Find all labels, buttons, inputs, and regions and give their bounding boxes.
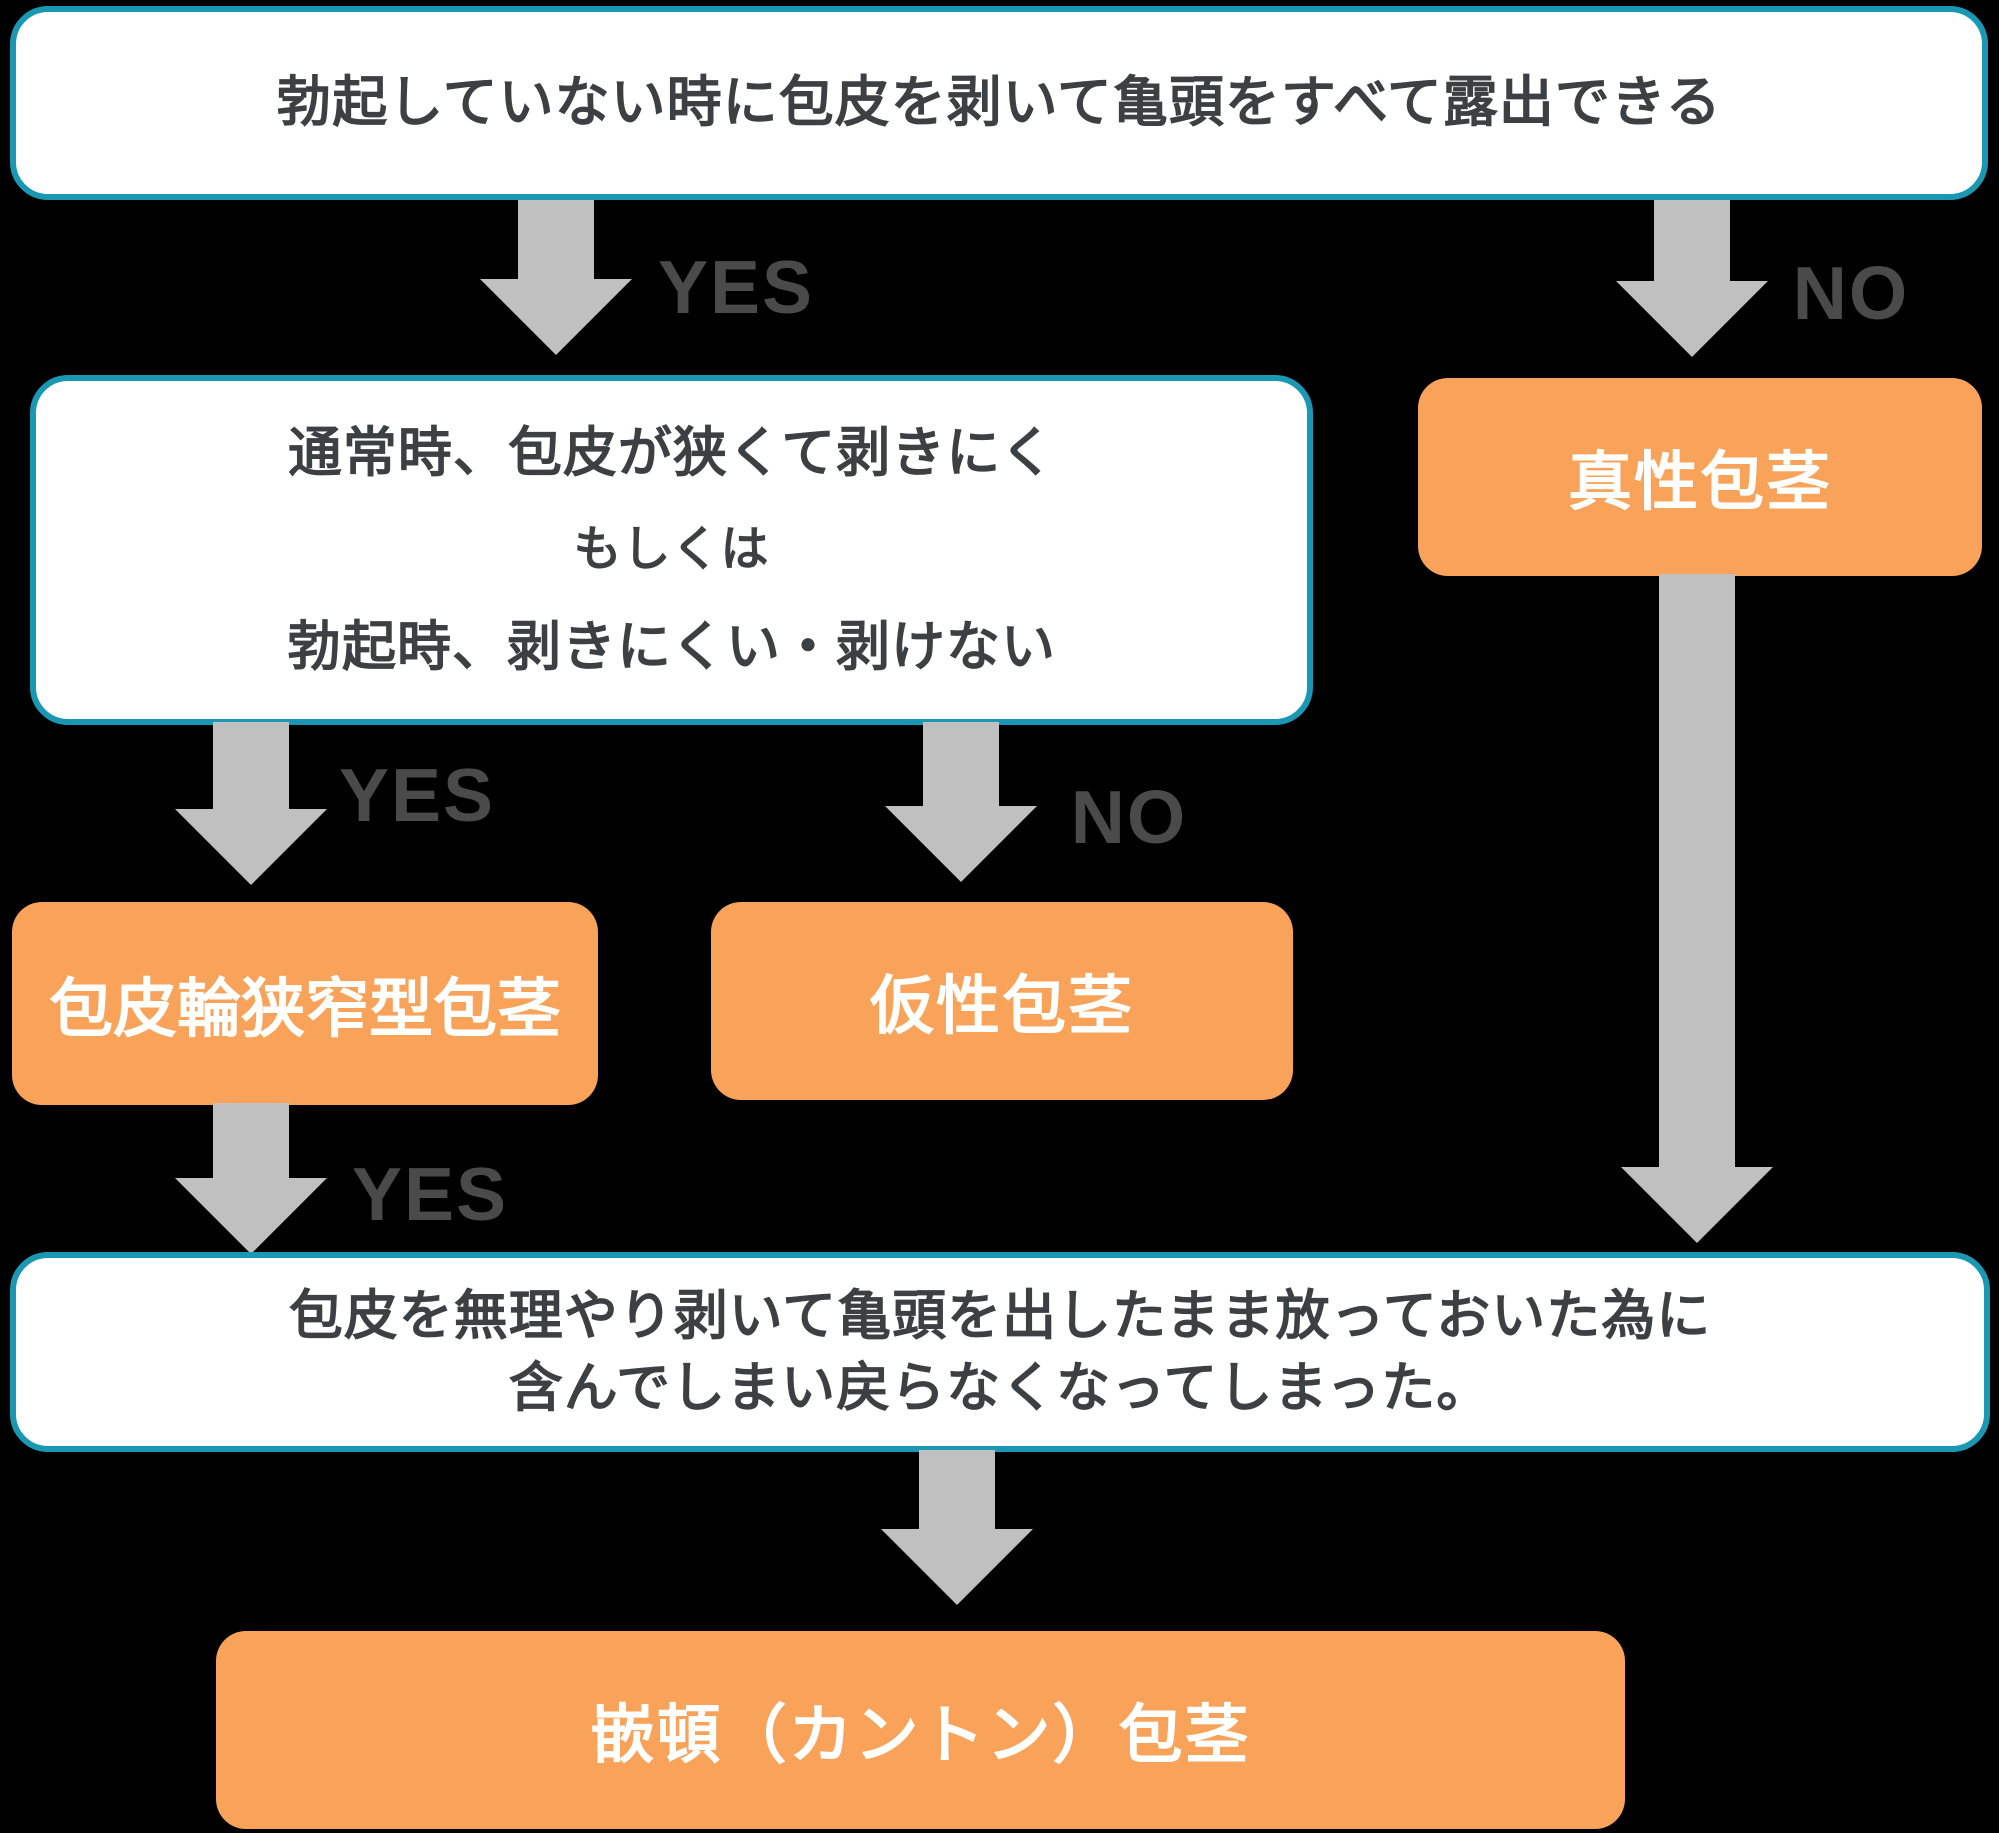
question-line-3: 勃起時、剥きにくい・剥けない [287, 616, 1056, 677]
down-arrow-icon [881, 1450, 1033, 1605]
arrow-shaft [1654, 200, 1730, 281]
yes-label-2: YES [338, 753, 496, 837]
arrow-head [885, 806, 1037, 882]
result-text: 嵌頓（カントン）包茎 [590, 1699, 1251, 1771]
question-line-1: 包皮を無理やり剥いて亀頭を出したまま放っておいた為に [288, 1285, 1712, 1346]
arrow-shaft [213, 1103, 289, 1178]
result-text: 仮性包茎 [870, 970, 1134, 1042]
down-arrow-icon [175, 722, 327, 885]
question-box-paraphimosis: 包皮を無理やり剥いて亀頭を出したまま放っておいた為に 含んでしまい戻らなくなって… [10, 1252, 1990, 1452]
question-line-1: 通常時、包皮が狭くて剥きにく [287, 423, 1056, 484]
result-box-kanton: 嵌頓（カントン）包茎 [216, 1631, 1625, 1829]
result-text: 真性包茎 [1568, 446, 1832, 518]
down-arrow-icon [885, 722, 1037, 882]
arrow-shaft [213, 722, 289, 809]
down-arrow-icon [480, 200, 632, 355]
arrow-shaft [518, 200, 594, 279]
question-line-2: 含んでしまい戻らなくなってしまった。 [508, 1358, 1492, 1418]
arrow-head [1616, 281, 1768, 357]
down-arrow-icon [1621, 574, 1773, 1243]
yes-label-3: YES [351, 1152, 509, 1236]
down-arrow-icon [1616, 200, 1768, 357]
question-box-tightness: 通常時、包皮が狭くて剥きにく もしくは 勃起時、剥きにくい・剥けない [30, 375, 1313, 725]
arrow-head [881, 1529, 1033, 1605]
result-box-kasei: 仮性包茎 [711, 902, 1293, 1100]
down-arrow-icon [175, 1103, 327, 1254]
result-box-shinsei: 真性包茎 [1418, 378, 1982, 576]
result-box-hokihirin: 包皮輪狭窄型包茎 [12, 902, 598, 1105]
arrow-head [175, 809, 327, 885]
arrow-shaft [919, 1450, 995, 1529]
result-text: 包皮輪狭窄型包茎 [49, 972, 561, 1045]
question-text: 勃起していない時に包皮を剥いて亀頭をすべて露出できる [276, 71, 1722, 134]
question-box-exposure: 勃起していない時に包皮を剥いて亀頭をすべて露出できる [10, 6, 1988, 200]
arrow-shaft [923, 722, 999, 806]
yes-label-1: YES [657, 245, 815, 329]
no-label-2: NO [1070, 775, 1188, 859]
arrow-head [175, 1178, 327, 1254]
question-line-2: もしくは [573, 523, 770, 577]
arrow-head [1621, 1167, 1773, 1243]
arrow-head [480, 279, 632, 355]
no-label-1: NO [1792, 251, 1910, 335]
arrow-shaft [1659, 574, 1735, 1167]
